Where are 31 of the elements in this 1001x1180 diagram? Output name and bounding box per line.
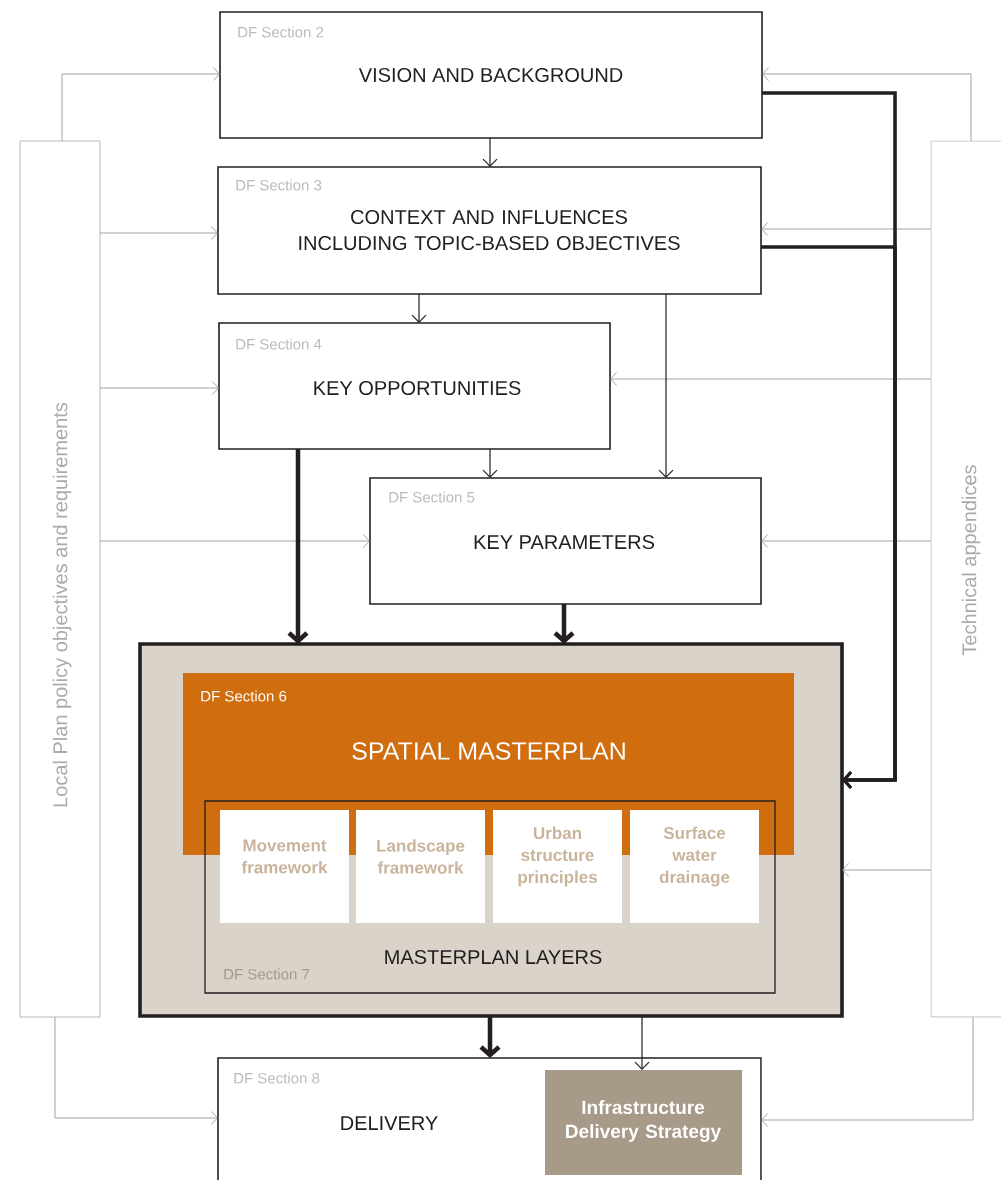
arrow [610,372,932,386]
arrow [842,863,932,877]
arrow [761,222,932,236]
arrow [658,293,674,478]
layer-box: Landscape framework [356,810,485,923]
strategy-box: Infrastructure Delivery Strategy [545,1070,742,1175]
arrow [411,293,427,323]
arrow [99,534,370,548]
arrow [482,137,498,167]
arrow [761,534,932,548]
section-box: DF Section 5 KEY PARAMETERS [369,477,762,605]
layer-box: Urban structure principles [493,810,622,923]
arrow [482,448,498,478]
section-box: DF Section 3 CONTEXT AND INFLUENCES INCLUDING TOPIC-BASED OBJECTIVES [217,166,762,295]
section-box: DF Section 4 KEY OPPORTUNITIES [218,322,611,450]
section-box: DF Section 2 VISION AND BACKGROUND [219,11,763,139]
arrow [634,1015,650,1070]
arrow [54,1016,218,1125]
arrow [99,226,218,240]
arrow [553,604,575,644]
arrow [99,381,219,395]
arrow [61,67,220,142]
arrow [479,1016,501,1058]
side-panel: Local Plan policy objectives and requirements [19,140,101,1018]
arrow [762,67,972,142]
layer-box: Surface water drainage [630,810,759,923]
side-panel: Technical appendices [930,140,1001,1018]
arrow [761,245,897,789]
arrow [761,1016,974,1127]
layer-box: Movement framework [220,810,349,923]
arrow [287,449,309,644]
